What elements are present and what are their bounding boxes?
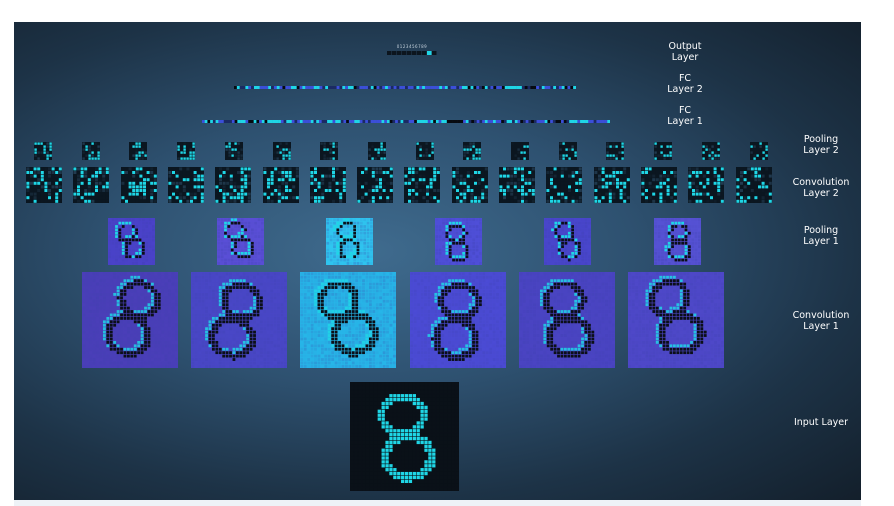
convolution-layer-1-map-4 [410,272,506,368]
input-layer-label: Input Layer [793,417,849,428]
pooling-layer-1-map-2 [217,218,264,265]
pooling-layer-2-map-15 [701,142,720,160]
pooling-layer-2-map-6 [272,142,291,160]
pooling-layer-2-map-12 [558,142,577,160]
convolution-layer-2-map-6 [262,167,299,203]
output-digit-labels: 0123456789 [396,44,428,49]
pooling-layer-2-map-10 [463,142,482,160]
pooling-layer-1-map-5 [544,218,591,265]
convolution-layer-2-map-9 [404,167,441,203]
pooling-layer-2-map-3 [129,142,148,160]
pooling-layer-2-map-14 [654,142,673,160]
convolution-layer-2-map-11 [499,167,535,203]
pooling-layer-2-map-9 [415,142,434,160]
convolution-layer-1-map-6 [628,272,724,368]
convolution-layer-2-map-13 [593,167,630,203]
convolution-layer-1-label: Convolution Layer 1 [792,310,850,332]
convolution-layer-2-map-4 [167,167,204,203]
pooling-layer-2-map-4 [177,142,196,160]
convolution-layer-1-map-5 [519,272,615,368]
pooling-layer-2-map-13 [606,142,625,160]
output-layer-bar [387,51,437,55]
pooling-layer-2-map-7 [320,142,339,160]
pooling-layer-1-map-3 [326,218,373,265]
pooling-layer-1-map-1 [108,218,155,265]
pooling-layer-2-map-11 [511,142,529,160]
fc-layer-2-bar [234,86,576,89]
convolution-layer-2-map-2 [73,167,110,203]
convolution-layer-2-map-14 [640,167,677,203]
fc-layer-1-label: FC Layer 1 [667,105,703,127]
pooling-layer-1-label: Pooling Layer 1 [803,225,839,247]
fc-layer-2-label: FC Layer 2 [667,73,703,95]
bottom-strip [14,500,861,506]
pooling-layer-2-map-2 [81,142,100,160]
fc-layer-1-bar [202,120,610,123]
network-visualization: Output Layer FC Layer 2 FC Layer 1 Pooli… [14,22,861,500]
convolution-layer-2-map-7 [309,167,346,203]
pooling-layer-1-map-6 [654,218,701,265]
convolution-layer-2-map-3 [120,167,157,203]
pooling-layer-2-map-16 [749,142,768,160]
convolution-layer-2-map-16 [735,167,772,203]
pooling-layer-2-label: Pooling Layer 2 [803,134,839,156]
convolution-layer-2-label: Convolution Layer 2 [792,177,850,199]
convolution-layer-2-map-12 [546,167,583,203]
pooling-layer-2-map-8 [367,142,386,160]
convolution-layer-1-map-1 [82,272,178,368]
convolution-layer-2-map-8 [357,167,394,203]
pooling-layer-1-map-4 [435,218,482,265]
pooling-layer-2-map-1 [34,142,52,160]
convolution-layer-2-map-10 [451,167,488,203]
convolution-layer-2-map-1 [26,167,62,203]
convolution-layer-1-map-3 [300,272,396,368]
output-layer-label: Output Layer [668,41,702,63]
input-image [350,382,459,491]
pooling-layer-2-map-5 [224,142,243,160]
convolution-layer-2-map-15 [688,167,725,203]
convolution-layer-2-map-5 [215,167,252,203]
convolution-layer-1-map-2 [191,272,287,368]
